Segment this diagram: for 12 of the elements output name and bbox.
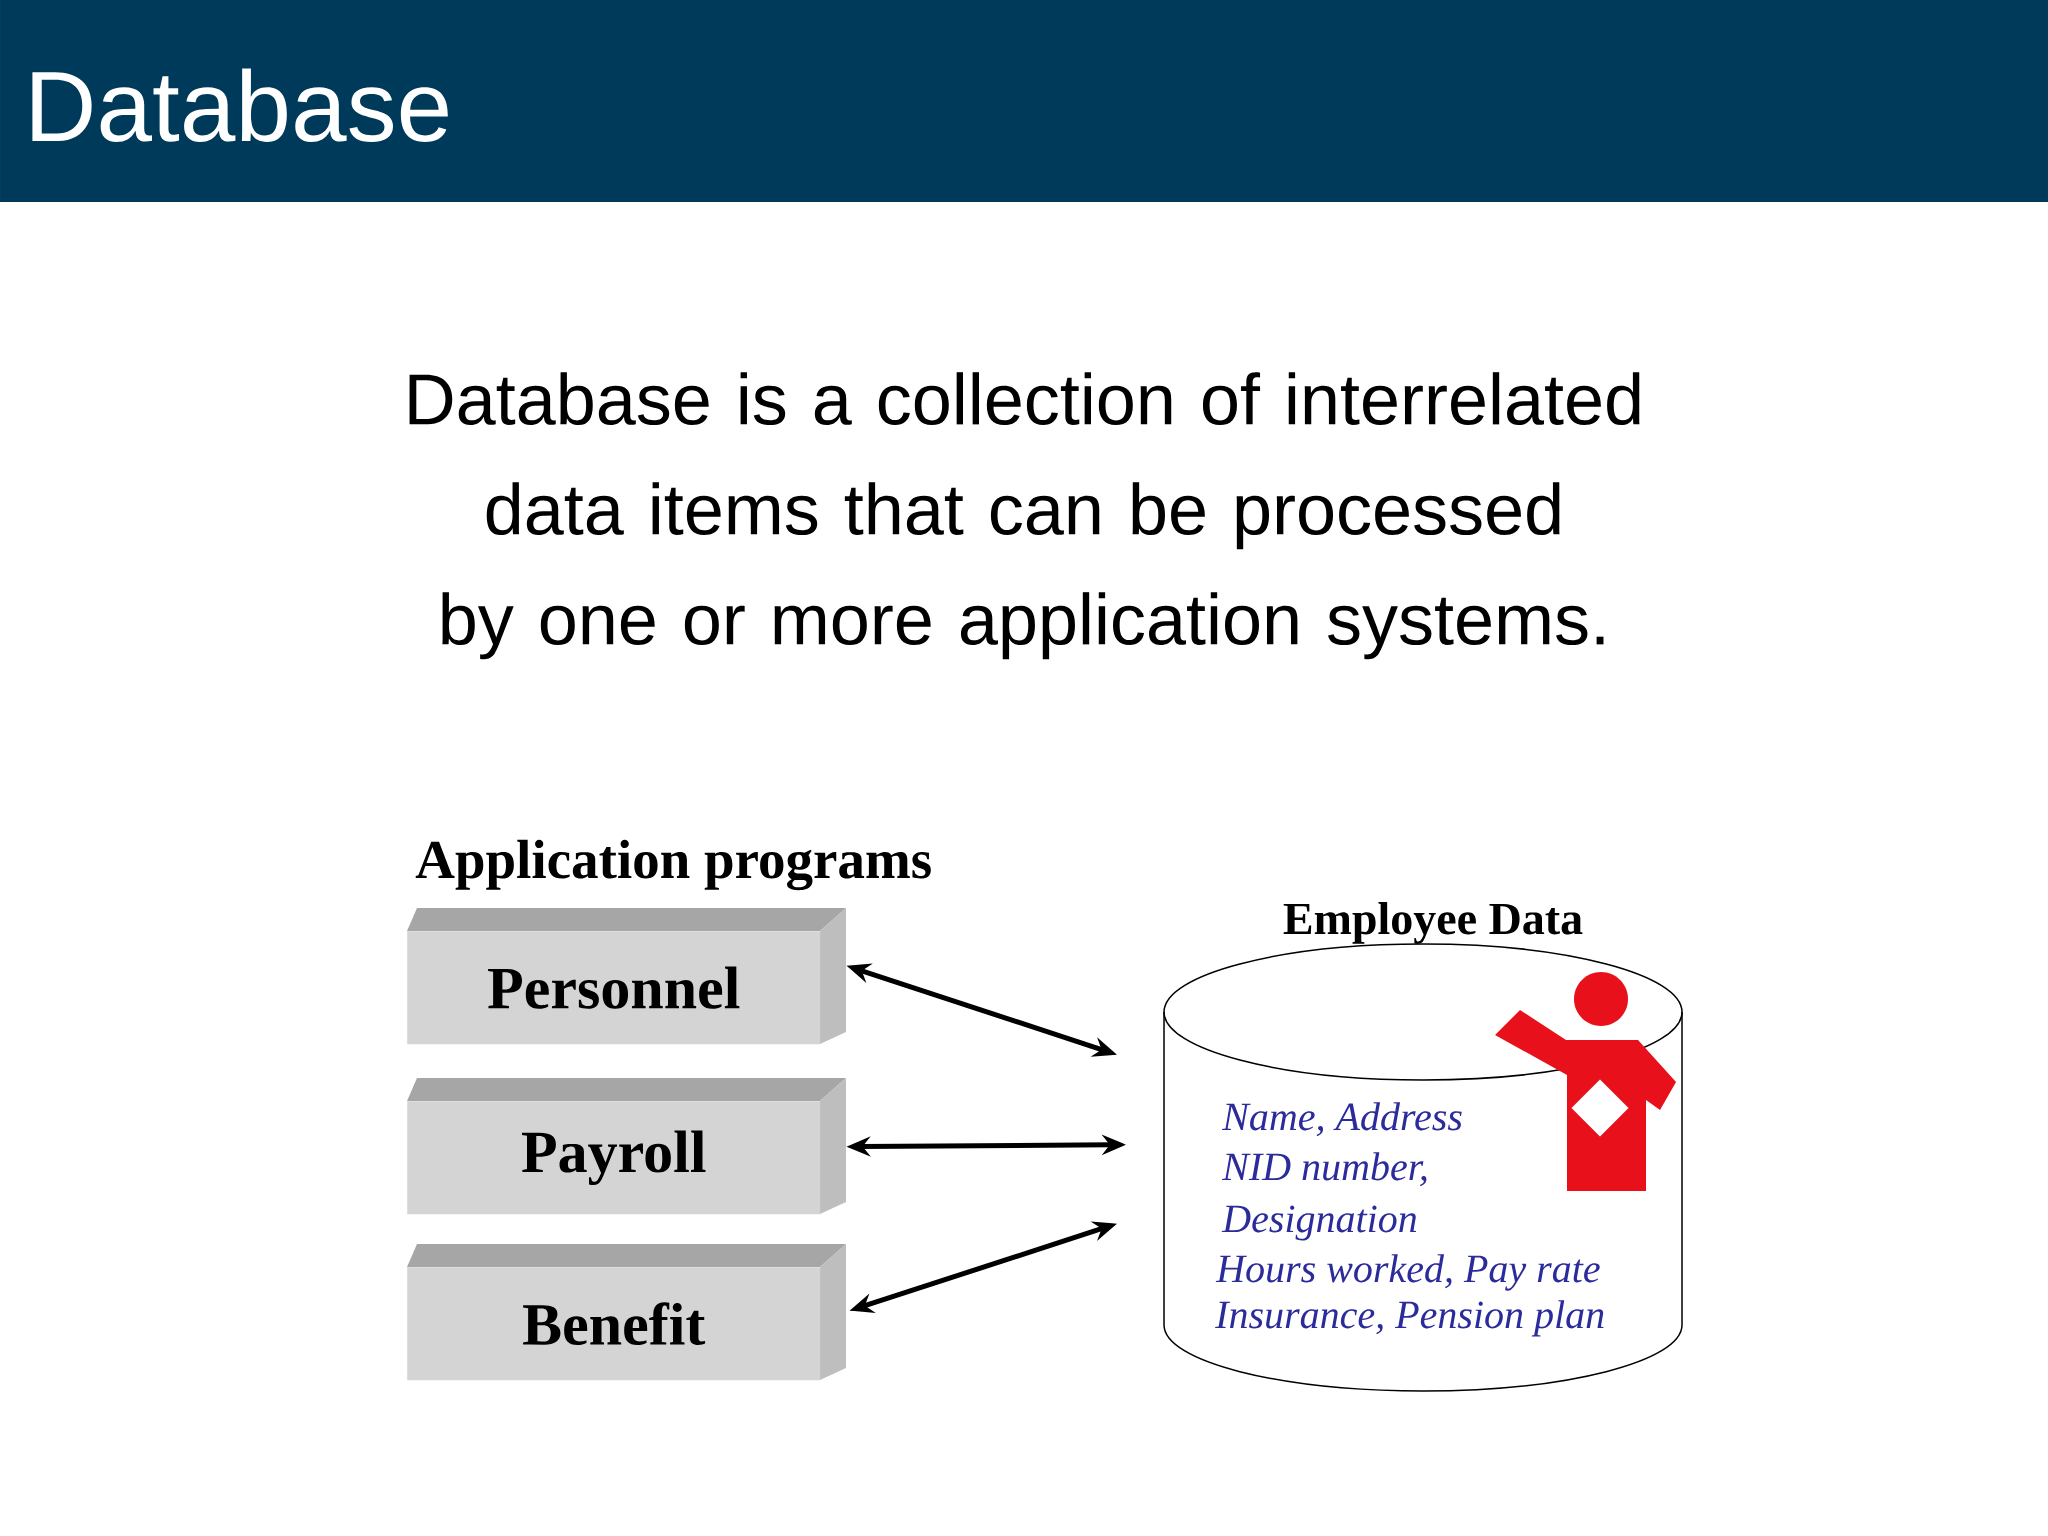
program-box: Personnel: [407, 908, 846, 1045]
field-text: Hours worked, Pay rate: [1215, 1254, 1600, 1291]
database-cylinder: [1163, 943, 1683, 1392]
field-text: Designation: [1221, 1205, 1417, 1241]
field-text: Name, Address: [1221, 1102, 1462, 1137]
program-box: Payroll: [407, 1078, 846, 1215]
field-text: NID number,: [1221, 1152, 1427, 1187]
field-text: Insurance, Pension plan: [1215, 1300, 1604, 1337]
definition-text: Database is a collection of interrelated data items that can be processed by one or more application systems.: [409, 372, 1640, 660]
header-band: Database: [0, 0, 2048, 202]
program-box: Benefit: [407, 1244, 846, 1381]
cylinder-heading: Employee Data: [1283, 902, 1583, 944]
